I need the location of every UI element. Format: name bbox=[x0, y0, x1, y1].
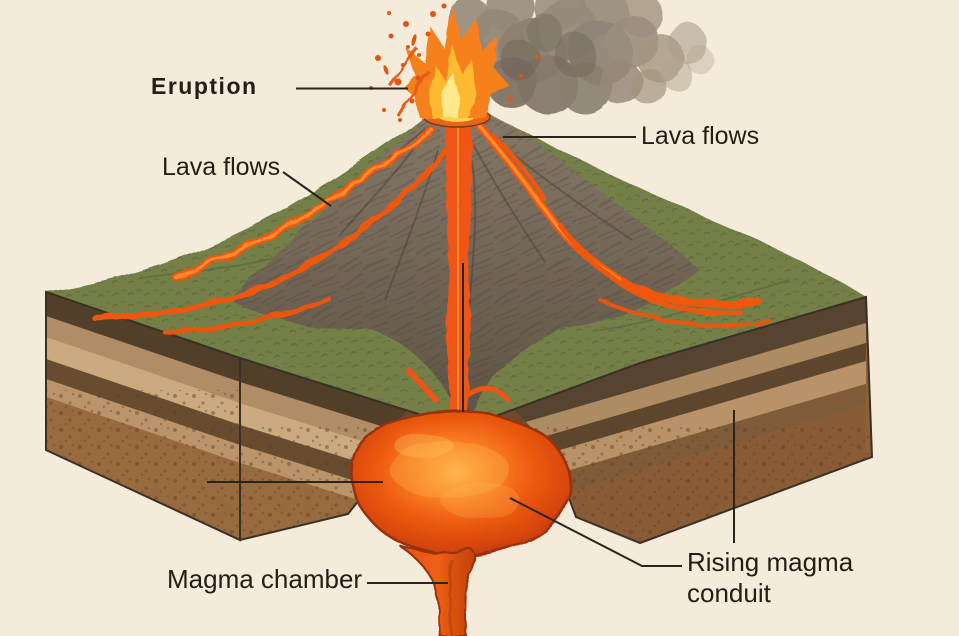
label-eruption: Eruption bbox=[151, 73, 258, 99]
magma-conduit bbox=[406, 118, 511, 422]
leader-rising-magma-conduit bbox=[509, 497, 682, 567]
leader-lava-flows-left bbox=[282, 171, 332, 207]
magma-dike-right bbox=[460, 386, 511, 403]
leader-lines bbox=[207, 87, 735, 584]
magma-stem bbox=[399, 545, 476, 636]
left-strata-face bbox=[45, 290, 241, 542]
lava-spatter bbox=[369, 3, 540, 122]
label-magma-chamber: Magma chamber bbox=[167, 564, 363, 594]
label-lava-flows-left: Lava flows bbox=[162, 153, 281, 181]
label-rising-magma-conduit: Rising magma conduit bbox=[687, 547, 854, 608]
label-lava-flows-right: Lava flows bbox=[641, 122, 760, 150]
magma-chamber-blob bbox=[348, 408, 571, 558]
magma-dike-left bbox=[406, 368, 439, 403]
